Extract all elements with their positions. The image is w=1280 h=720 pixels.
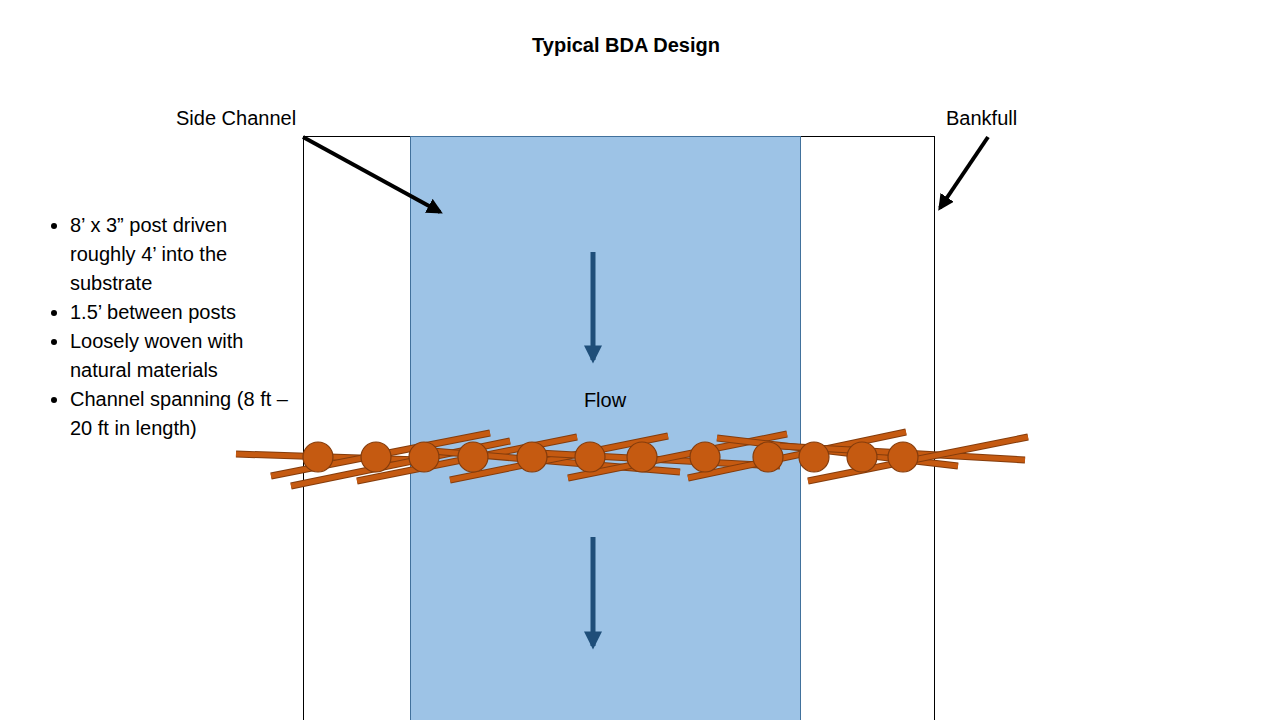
channel-band: Flow (410, 136, 800, 720)
stick (291, 441, 510, 486)
flow-arrow (591, 537, 596, 646)
bankfull-outline (304, 137, 935, 720)
post (303, 442, 333, 472)
flow-arrow (591, 252, 596, 360)
flow-label: Flow (410, 386, 800, 415)
channel-band (411, 137, 801, 720)
stick (450, 436, 668, 480)
stick (450, 436, 668, 480)
leader-arrow (303, 137, 440, 212)
bda-structure (236, 432, 1028, 486)
post (517, 442, 547, 472)
post (690, 442, 720, 472)
stick (808, 437, 1028, 481)
leader-arrow (940, 137, 988, 208)
callout-label: Side Channel (176, 104, 296, 133)
diagram-title: Typical BDA Design (426, 31, 826, 60)
post (847, 442, 877, 472)
post (799, 442, 829, 472)
post (753, 442, 783, 472)
note-item: Loosely woven with natural materials (70, 327, 288, 385)
stick (291, 441, 510, 486)
post (888, 442, 918, 472)
post (627, 442, 657, 472)
post (361, 442, 391, 472)
note-list: 8’ x 3” post driven roughly 4’ into the … (40, 211, 288, 443)
post (575, 442, 605, 472)
note-item: 8’ x 3” post driven roughly 4’ into the … (70, 211, 288, 298)
callout-label: Bankfull (946, 104, 1017, 133)
note-item: Channel spanning (8 ft – 20 ft in length… (70, 385, 288, 443)
post (409, 442, 439, 472)
note-item: 1.5’ between posts (70, 298, 288, 327)
post (458, 442, 488, 472)
stick (808, 437, 1028, 481)
